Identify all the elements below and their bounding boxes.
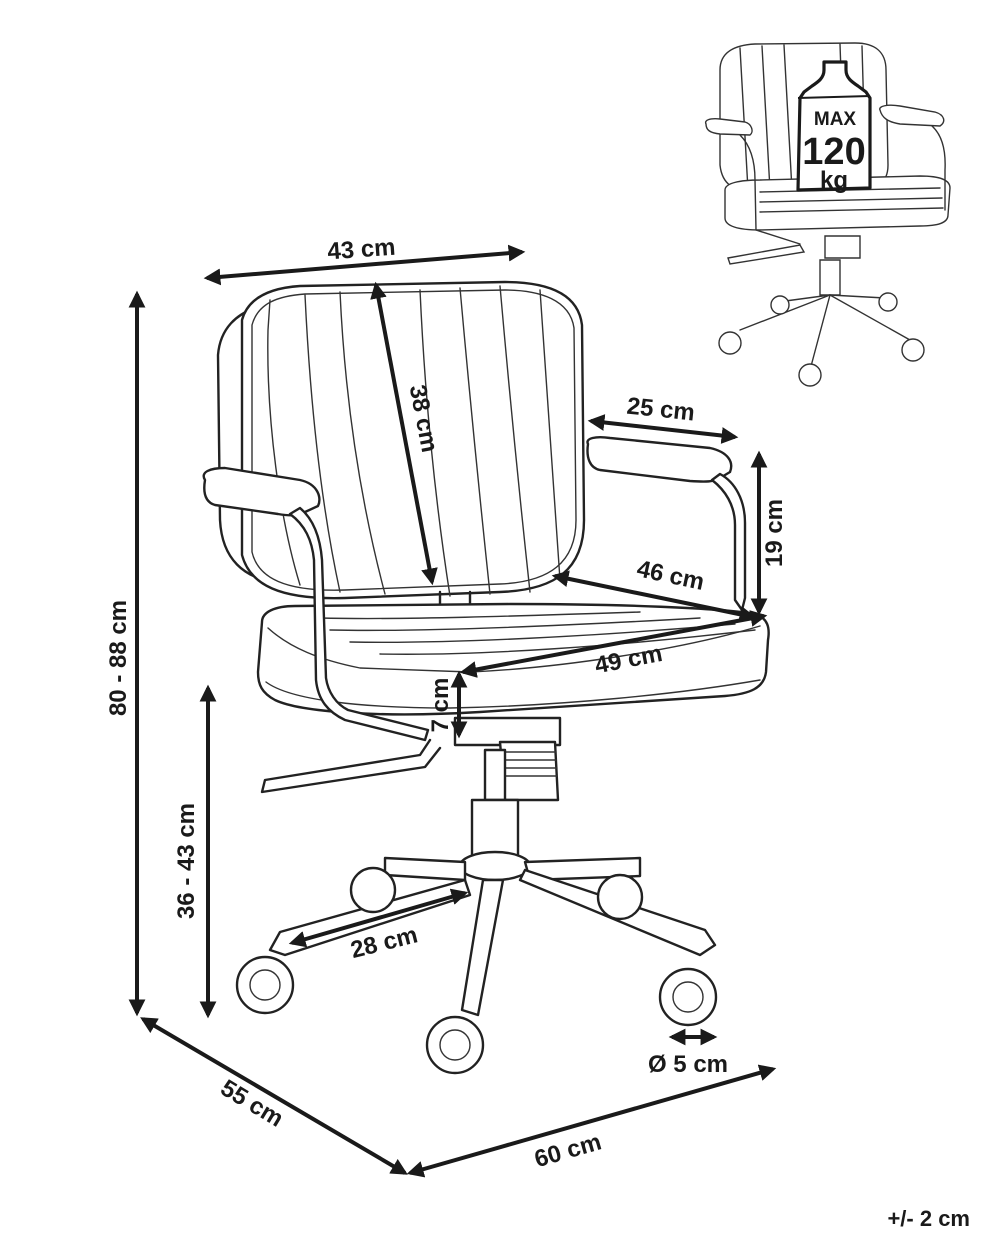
seat-width-arrow bbox=[459, 610, 768, 678]
backrest-width-arrow bbox=[203, 244, 526, 286]
casters bbox=[235, 866, 718, 1075]
backrest bbox=[240, 280, 586, 600]
backrest-stitching bbox=[267, 285, 561, 597]
seat-height-label: 36 - 43 cm bbox=[173, 803, 200, 919]
armrest-length-label: 25 cm bbox=[626, 393, 697, 427]
armrest-length-arrow bbox=[587, 414, 739, 444]
backrest-height-arrow bbox=[370, 281, 438, 586]
star-base bbox=[268, 850, 717, 1017]
backrest-shell bbox=[216, 303, 277, 584]
overall-depth-arrow bbox=[140, 1017, 408, 1175]
dimension-arrows bbox=[128, 244, 777, 1178]
backrest-width-label: 43 cm bbox=[327, 234, 397, 266]
weight-capacity-illustration: MAX 120 kg bbox=[704, 42, 951, 387]
caster-diameter-label: Ø 5 cm bbox=[648, 1051, 728, 1078]
tolerance-note: +/- 2 cm bbox=[887, 1206, 970, 1231]
base-radius-arrow bbox=[288, 888, 469, 948]
overall-width-arrow bbox=[406, 1064, 777, 1178]
weight-unit: kg bbox=[820, 167, 848, 194]
lift-ribs bbox=[501, 751, 558, 777]
seat-thickness-label: 7 cm bbox=[427, 678, 454, 733]
lift-cylinder-top bbox=[483, 748, 507, 802]
backrest-inner-edge bbox=[251, 289, 577, 591]
tilt-lever bbox=[260, 738, 442, 794]
seat-depth-label: 46 cm bbox=[634, 555, 706, 596]
lift-sleeve bbox=[498, 740, 560, 802]
total-height-label: 80 - 88 cm bbox=[105, 600, 132, 716]
weight-max-label: MAX bbox=[814, 109, 857, 130]
weight-value: 120 bbox=[802, 131, 865, 173]
armrest-right-frame bbox=[710, 472, 747, 612]
armrest-left-frame bbox=[288, 506, 430, 742]
seat-bottom-edge bbox=[265, 679, 761, 709]
weight-icon bbox=[796, 60, 872, 192]
armrest-right-pad bbox=[586, 436, 733, 483]
seat-depth-arrow bbox=[551, 570, 757, 623]
armrest-height-label: 19 cm bbox=[761, 499, 788, 567]
armrest-left-pad bbox=[202, 466, 321, 517]
